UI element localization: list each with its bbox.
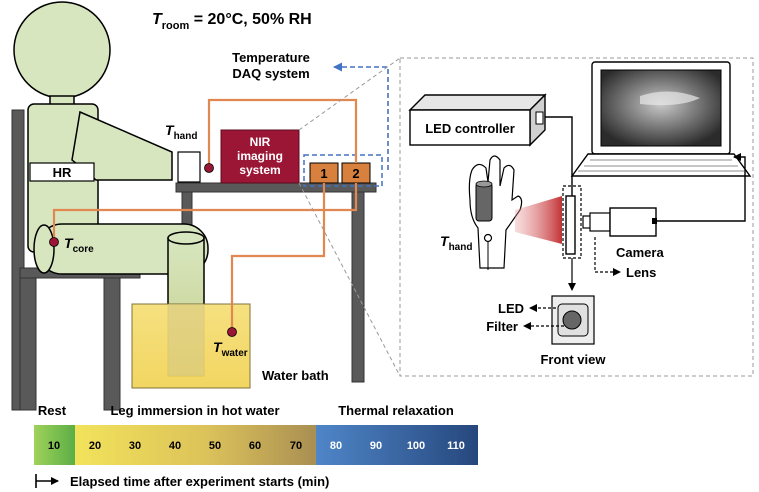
tick-70: 70: [290, 440, 302, 452]
laptop-screen: [600, 69, 722, 147]
room-condition-label: Troom = 20°C, 50% RH: [152, 11, 312, 32]
hr-band: [29, 162, 95, 182]
filter-circle: [562, 310, 582, 330]
phase-immersion-label: Leg immersion in hot water: [110, 403, 279, 418]
led-cable: [545, 116, 573, 196]
wire-water: [230, 183, 326, 332]
sensor-wires: [52, 98, 358, 332]
zoom-line-bottom: [298, 182, 401, 377]
tick-20: 20: [89, 440, 101, 452]
daq-channel-1-label: 1: [320, 166, 327, 181]
daq-label-line-2: DAQ system: [232, 66, 309, 81]
timeline-segment-immersion: [75, 425, 316, 465]
daq-label-line-1: Temperature: [232, 50, 310, 65]
inset-t-hand-label: Thand: [440, 233, 472, 253]
lens-pointer-arrow: [594, 237, 621, 276]
filter-label: Filter: [486, 319, 518, 334]
phase-relaxation-label: Thermal relaxation: [338, 403, 454, 418]
tick-30: 30: [129, 440, 141, 452]
water-bath-label: Water bath: [262, 368, 329, 383]
elapsed-time-arrow: [35, 474, 59, 488]
tick-80: 80: [330, 440, 342, 452]
room-condition-subscript: room: [162, 20, 190, 32]
lens-label: Lens: [626, 265, 656, 280]
tick-40: 40: [169, 440, 181, 452]
tick-50: 50: [209, 440, 221, 452]
camera-body: [609, 207, 657, 237]
nir-imaging-system: NIR imaging system: [220, 129, 300, 184]
water-bath: Water bath: [131, 303, 329, 389]
wire-hand: [207, 98, 358, 168]
subject-arm: [71, 110, 173, 181]
timeline-bar: [34, 425, 478, 465]
front-view-label: Front view: [540, 352, 606, 367]
daq-connection-arrow: [333, 62, 389, 170]
hand-holder: [475, 182, 493, 222]
subject-head: [13, 1, 111, 99]
camera-cable: [657, 153, 746, 222]
camera-lens: [589, 212, 611, 232]
room-condition-value: = 20°C, 50% RH: [189, 11, 311, 28]
tick-90: 90: [370, 440, 382, 452]
elapsed-time-label: Elapsed time after experiment starts (mi…: [70, 474, 329, 489]
tick-110: 110: [447, 440, 465, 452]
daq-module: 1 2: [303, 154, 383, 187]
camera: Camera: [582, 207, 664, 260]
timeline-ticks: 10 20 30 40 50 60 70 80 90 100 110: [48, 440, 465, 452]
room-condition-symbol: T: [152, 11, 163, 28]
phase-rest-label: Rest: [38, 403, 67, 418]
tick-100: 100: [407, 440, 425, 452]
camera-label: Camera: [616, 245, 664, 260]
tick-10: 10: [48, 440, 60, 452]
hand-illustration: [468, 155, 523, 270]
laptop: [570, 61, 752, 177]
laptop-keyboard-base: [570, 153, 752, 177]
hand-block: [177, 151, 201, 183]
core-sensor-dot: [49, 237, 59, 247]
t-hand-label: Thand: [165, 122, 197, 142]
led-controller: LED controller: [408, 93, 547, 147]
front-view-box: [551, 295, 595, 345]
wire-core: [52, 183, 358, 242]
led-label: LED: [498, 301, 524, 316]
nir-line-1: NIR: [250, 135, 271, 149]
hr-label: HR: [53, 165, 72, 180]
timeline-segment-relaxation: [316, 425, 478, 465]
daq-dashed-outline: [303, 154, 383, 187]
hand-sensor-dot: [204, 163, 214, 173]
zoom-line-top: [298, 57, 401, 131]
timeline-segment-rest: [34, 425, 75, 465]
nir-line-2: imaging: [237, 149, 283, 163]
tick-60: 60: [249, 440, 261, 452]
hand-sensor-point: [483, 233, 493, 243]
water-sensor-dot: [227, 327, 237, 337]
t-water-label: Twater: [213, 339, 248, 359]
nir-line-3: system: [239, 163, 280, 177]
daq-channel-2-label: 2: [352, 166, 359, 181]
led-panel: [565, 195, 576, 255]
led-beam: [515, 196, 562, 244]
led-controller-label: LED controller: [425, 121, 515, 136]
led-controller-port: [535, 111, 544, 125]
t-core-label: Tcore: [64, 235, 94, 255]
